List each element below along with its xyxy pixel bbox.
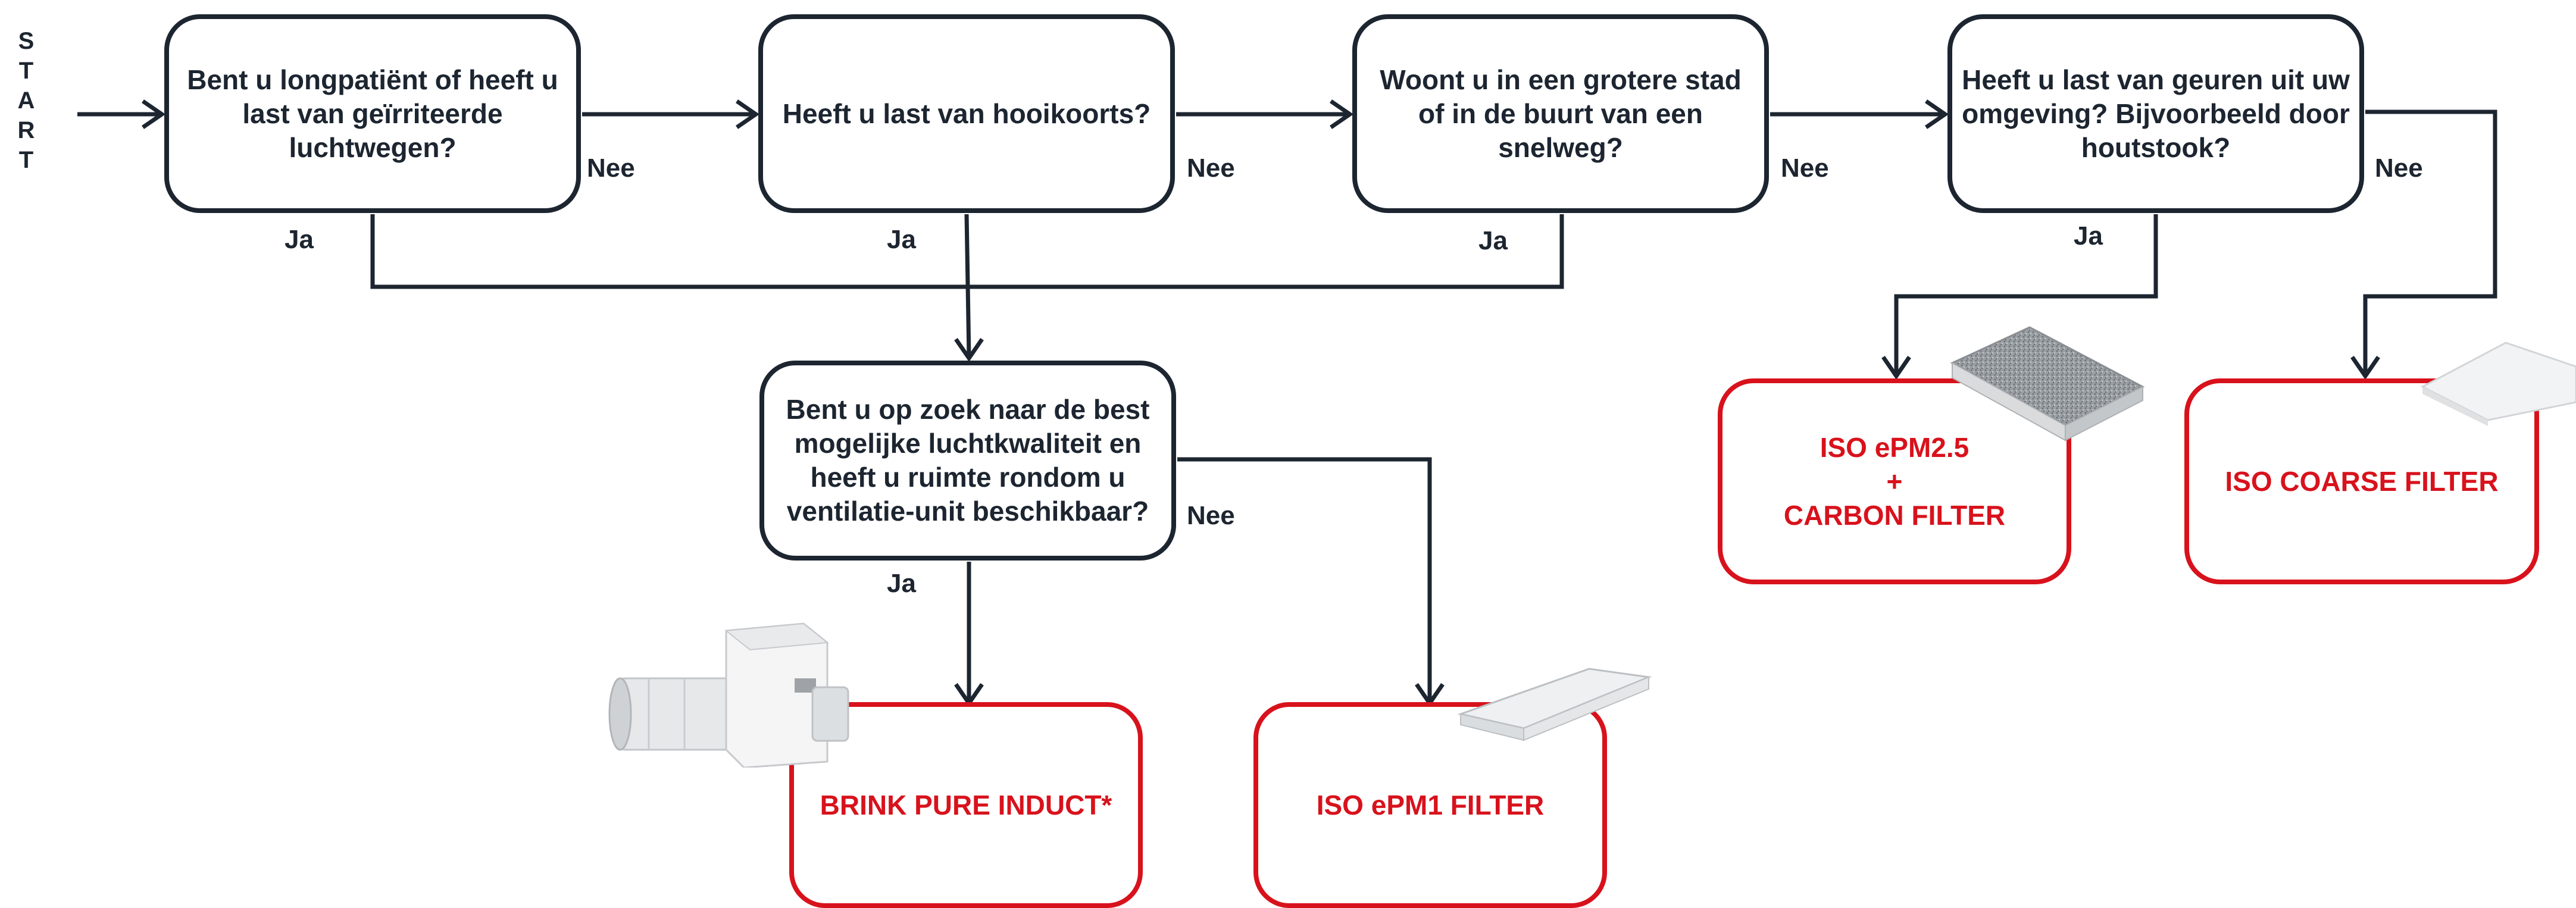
- answer-nee-q3: Nee: [1781, 154, 1829, 183]
- answer-ja-q5: Ja: [887, 569, 916, 598]
- result-text: ISO COARSE FILTER: [2225, 465, 2499, 497]
- start-label: S T A R T: [17, 28, 35, 173]
- result-line: +: [1886, 465, 1903, 497]
- answer-ja-q4: Ja: [2074, 221, 2103, 251]
- answer-nee-q2: Nee: [1187, 154, 1235, 183]
- answer-nee-q5: Nee: [1187, 501, 1235, 530]
- result-line: CARBON FILTER: [1783, 499, 2006, 531]
- arrowhead: [1925, 99, 1949, 129]
- answer-nee-q4: Nee: [2375, 154, 2423, 183]
- answer-ja-q1: Ja: [285, 225, 314, 254]
- result-carbon-filter: ISO ePM2.5 + CARBON FILTER: [1718, 378, 2071, 584]
- arrowhead: [1330, 99, 1354, 129]
- coarse-filter-image: [2420, 342, 2576, 426]
- arrowhead: [142, 99, 166, 129]
- answer-nee-q1: Nee: [587, 154, 635, 183]
- question-box-hooikoorts: Heeft u last van hooikoorts?: [758, 14, 1175, 213]
- arrow-q4-carbon: [1894, 214, 2158, 376]
- question-text: Bent u longpatiënt of heeft u last van g…: [187, 64, 558, 163]
- question-box-longpatient: Bent u longpatiënt of heeft u last van g…: [164, 14, 581, 213]
- question-text: Heeft u last van hooikoorts?: [782, 98, 1151, 129]
- question-box-stad-snelweg: Woont u in een grotere stad of in de buu…: [1352, 14, 1769, 213]
- answer-ja-q2: Ja: [887, 225, 916, 254]
- pure-induct-unit-image: [608, 622, 849, 768]
- result-line: ISO ePM2.5: [1820, 431, 1969, 463]
- question-text: Bent u op zoek naar de best mogelijke lu…: [786, 394, 1150, 527]
- question-box-luchtkwaliteit: Bent u op zoek naar de best mogelijke lu…: [759, 361, 1176, 561]
- arrowhead: [1881, 356, 1911, 380]
- question-box-geuren: Heeft u last van geuren uit uw omgeving?…: [1947, 14, 2364, 213]
- result-epm1-filter: ISO ePM1 FILTER: [1253, 702, 1607, 908]
- epm1-filter-image: [1457, 668, 1652, 741]
- question-text: Heeft u last van geuren uit uw omgeving?…: [1962, 64, 2350, 163]
- answer-ja-q3: Ja: [1478, 226, 1508, 255]
- arrowhead: [2350, 356, 2380, 380]
- arrowhead: [954, 338, 984, 362]
- arrow-q5-epm1: [1177, 457, 1432, 702]
- carbon-filter-image: [1950, 326, 2145, 442]
- arrow-q2-q5: [964, 214, 971, 358]
- arrowhead: [736, 99, 760, 129]
- arrow-q4-coarse: [2363, 109, 2497, 376]
- result-text: BRINK PURE INDUCT*: [820, 789, 1112, 821]
- result-text: ISO ePM1 FILTER: [1316, 789, 1545, 821]
- question-text: Woont u in een grotere stad of in de buu…: [1380, 64, 1742, 163]
